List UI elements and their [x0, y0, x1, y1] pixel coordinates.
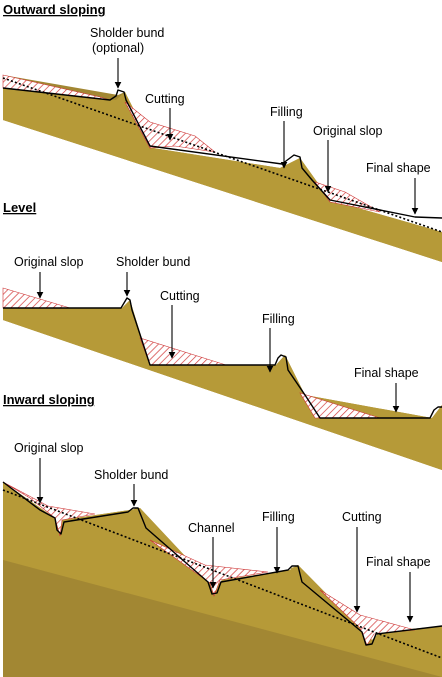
inward-final-surface	[2, 481, 442, 646]
outward-original-slope-line	[2, 77, 442, 233]
level-final-surface	[3, 297, 442, 419]
inward-soil-profile	[3, 482, 442, 677]
outward-label-original-slope: Original slop	[313, 124, 383, 138]
panel-outward-sloping: Outward sloping Sholder bund (optional) …	[2, 2, 442, 262]
inward-cutting-zone-3	[319, 589, 416, 646]
inward-label-shoulder-bund: Sholder bund	[94, 468, 168, 482]
level-cutting-zone-2	[139, 337, 227, 366]
inward-label-cutting: Cutting	[342, 510, 382, 524]
panel-title-level: Level	[3, 200, 36, 215]
level-label-original-slope: Original slop	[14, 255, 84, 269]
outward-label-optional: (optional)	[92, 41, 144, 55]
outward-label-final-shape: Final shape	[366, 161, 431, 175]
inward-label-original-slope: Original slop	[14, 441, 84, 455]
level-label-shoulder-bund: Sholder bund	[116, 255, 190, 269]
inward-label-final-shape: Final shape	[366, 555, 431, 569]
outward-label-filling: Filling	[270, 105, 303, 119]
inward-original-slope-line	[2, 489, 442, 659]
inward-cutting-zone-1	[2, 481, 96, 537]
panel-inward-sloping: Inward sloping Original slop Sholder bun…	[2, 392, 442, 677]
level-cutting-zone-1	[2, 287, 71, 309]
outward-soil-profile	[3, 75, 442, 262]
inward-label-channel: Channel	[188, 521, 235, 535]
level-soil-profile	[3, 300, 442, 470]
level-label-cutting: Cutting	[160, 289, 200, 303]
level-label-final-shape: Final shape	[354, 366, 419, 380]
level-label-filling: Filling	[262, 312, 295, 326]
outward-label-shoulder-bund: Sholder bund	[90, 26, 164, 40]
panel-title-inward: Inward sloping	[3, 392, 95, 407]
panel-level: Level Original slop Sholder bund Cutting…	[2, 200, 442, 470]
panel-title-outward: Outward sloping	[3, 2, 106, 17]
inward-label-filling: Filling	[262, 510, 295, 524]
outward-label-cutting: Cutting	[145, 92, 185, 106]
